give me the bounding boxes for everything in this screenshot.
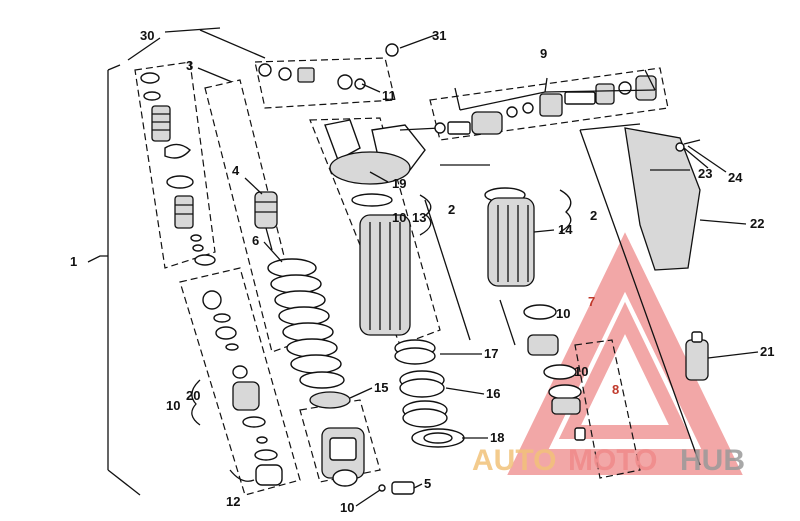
label-13: 13 [412,210,426,225]
watermark-logo [507,232,743,475]
watermark-moto: MOTO [568,444,657,477]
label-21: 21 [760,344,774,359]
label-8: 8 [612,382,619,397]
label-2b: 2 [590,208,597,223]
label-24: 24 [728,170,743,185]
shock-body [359,214,411,336]
label-2a: 2 [448,202,455,217]
watermark-auto: AUTO [472,444,556,477]
label-1: 1 [70,254,77,269]
watermark-hub: HUB [680,444,745,477]
left-column-parts [140,72,283,486]
label-23: 23 [698,166,712,181]
label-4: 4 [232,163,240,178]
label-16: 16 [486,386,500,401]
label-20: 20 [186,388,200,403]
piston-rod [230,81,278,251]
label-10b: 10 [556,306,570,321]
label-7: 7 [588,294,595,309]
group-brackets [191,69,656,482]
label-10c: 10 [574,364,588,379]
label-31: 31 [432,28,446,43]
label-11: 11 [382,88,396,103]
label-12: 12 [226,494,240,509]
watermark-text: AUTO MOTO HUB [472,444,745,477]
label-10a: 10 [392,210,406,225]
label-18: 18 [490,430,504,445]
label-15: 15 [374,380,388,395]
bottom-clevis [321,427,415,495]
label-22: 22 [750,216,764,231]
label-19: 19 [392,176,406,191]
label-leaders [197,33,759,507]
label-9: 9 [540,46,547,61]
label-14: 14 [558,222,573,237]
adjuster-rings [394,339,465,448]
group-outlines [134,57,669,496]
label-17: 17 [484,346,498,361]
label-6: 6 [252,233,259,248]
oil-bottle [685,331,709,381]
label-30: 30 [140,28,154,43]
top-mount [258,43,441,207]
mudguard [624,127,701,271]
label-10e: 10 [340,500,354,515]
label-3: 3 [186,58,193,73]
label-5: 5 [424,476,431,491]
callout-labels: 30 31 9 3 11 4 19 23 24 22 6 10 13 2 14 … [70,28,774,515]
adjuster-assembly [434,75,657,135]
reservoir [484,187,535,287]
leader-lines [87,27,701,496]
main-spring [267,258,351,409]
reservoir-bottom-parts [523,304,586,441]
label-10d: 10 [166,398,180,413]
